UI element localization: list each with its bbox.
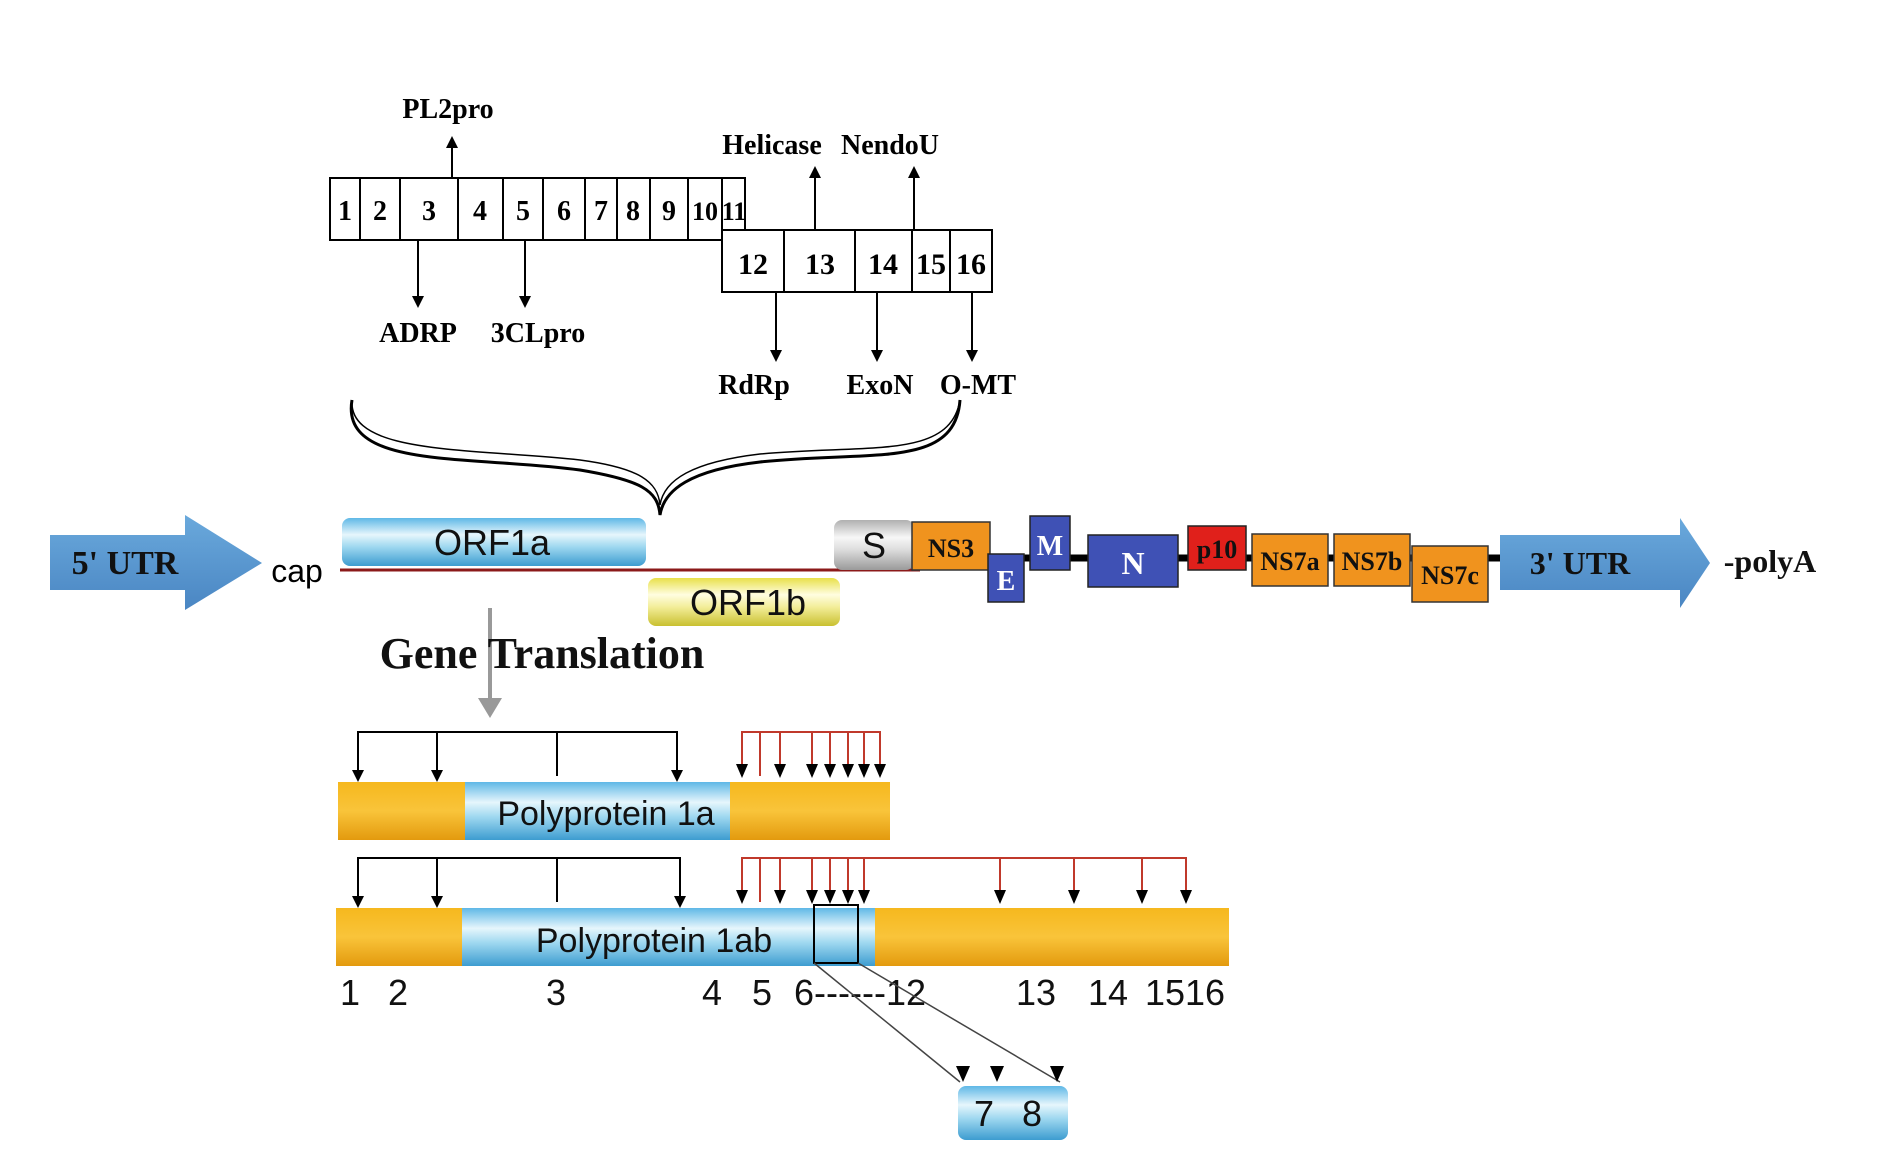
ns7b-box: NS7b bbox=[1333, 533, 1411, 587]
highlight-box bbox=[813, 904, 859, 964]
polyprotein-1ab: Polyprotein 1ab bbox=[336, 904, 1229, 966]
pos-1516: 1516 bbox=[1145, 972, 1225, 1013]
label-omt: O-MT bbox=[940, 370, 1017, 401]
nsp-bottom-row: 12 13 14 15 16 bbox=[721, 229, 993, 293]
nsp-6: 6 bbox=[557, 196, 571, 227]
nsp-1: 1 bbox=[338, 196, 352, 227]
polyprotein-1a: Polyprotein 1a bbox=[338, 782, 890, 840]
inset-heads bbox=[956, 1066, 1064, 1082]
e-box: E bbox=[987, 553, 1025, 603]
cleavage-arrows-1a bbox=[352, 731, 683, 782]
cleavage-heads-1a-red bbox=[736, 764, 886, 778]
pos-1: 1 bbox=[340, 972, 360, 1013]
label-exon: ExoN bbox=[847, 370, 914, 401]
label-adrp: ADRP bbox=[379, 318, 457, 349]
pos-3: 3 bbox=[546, 972, 566, 1013]
pos-14: 14 bbox=[1088, 972, 1128, 1013]
label-nendou: NendoU bbox=[841, 130, 939, 161]
pos-13: 13 bbox=[1016, 972, 1056, 1013]
utr5-label: 5' UTR bbox=[72, 545, 179, 582]
nsp-14: 14 bbox=[868, 248, 898, 281]
nsp-position-numbers: 1 2 3 4 5 6------12 13 14 1516 bbox=[340, 972, 1225, 1013]
orf1a-label: ORF1a bbox=[434, 522, 551, 563]
orf1b-cylinder: ORF1b bbox=[648, 578, 840, 626]
nsp-13: 13 bbox=[805, 248, 835, 281]
nsp-2: 2 bbox=[373, 196, 387, 227]
pos-range: 6------12 bbox=[794, 972, 926, 1013]
orf1b-label: ORF1b bbox=[690, 582, 806, 623]
curly-brace bbox=[349, 399, 962, 516]
utr5-arrow: 5' UTR bbox=[50, 515, 262, 610]
nsp-10: 10 bbox=[692, 197, 718, 226]
polyprotein-1a-label: Polyprotein 1a bbox=[497, 795, 714, 833]
nsp-3: 3 bbox=[422, 196, 436, 227]
s-label: S bbox=[862, 525, 886, 566]
inset-8: 8 bbox=[1022, 1093, 1042, 1134]
pos-5: 5 bbox=[752, 972, 772, 1013]
s-cylinder: S bbox=[834, 520, 914, 570]
inset-zoom-lines bbox=[813, 962, 1061, 1083]
nsp-9: 9 bbox=[662, 196, 676, 227]
nsp-annotations bbox=[412, 136, 978, 362]
nsp-16: 16 bbox=[956, 248, 986, 281]
polyprotein-1ab-label: Polyprotein 1ab bbox=[536, 922, 772, 960]
utr3-arrow: 3' UTR bbox=[1500, 518, 1710, 608]
gene-translation-label: Gene Translation bbox=[380, 629, 705, 678]
pos-2: 2 bbox=[388, 972, 408, 1013]
polya-label: -polyA bbox=[1724, 543, 1816, 579]
m-label: M bbox=[1037, 531, 1063, 562]
ns3-box: NS3 bbox=[911, 521, 991, 571]
nsp-7: 7 bbox=[594, 196, 608, 227]
label-3clpro: 3CLpro bbox=[491, 318, 585, 349]
label-pl2pro: PL2pro bbox=[402, 94, 493, 125]
nsp-top-row: 1 2 3 4 5 6 7 8 9 10 11 bbox=[329, 177, 747, 241]
n-box: N bbox=[1087, 534, 1179, 588]
nsp-12: 12 bbox=[738, 248, 768, 281]
cleavage-arrows-1ab bbox=[352, 857, 686, 908]
nsp-15: 15 bbox=[916, 248, 946, 281]
p10-label: p10 bbox=[1197, 535, 1237, 564]
nsp-11: 11 bbox=[722, 197, 747, 226]
cap-label: cap bbox=[271, 553, 323, 589]
n-label: N bbox=[1121, 545, 1144, 581]
inset-7: 7 bbox=[974, 1093, 994, 1134]
ns7b-label: NS7b bbox=[1342, 547, 1403, 576]
p10-box: p10 bbox=[1187, 525, 1247, 571]
nsp-5: 5 bbox=[516, 196, 530, 227]
m-box: M bbox=[1029, 515, 1071, 571]
translation-arrow-head bbox=[478, 698, 502, 718]
e-label: E bbox=[997, 566, 1016, 597]
inset-7-8: 7 8 bbox=[958, 1086, 1068, 1140]
ns7a-label: NS7a bbox=[1260, 547, 1319, 576]
ns7c-box: NS7c bbox=[1411, 545, 1489, 603]
utr3-label: 3' UTR bbox=[1530, 545, 1631, 581]
nsp-4: 4 bbox=[473, 196, 487, 227]
ns7c-label: NS7c bbox=[1421, 561, 1479, 590]
nsp-8: 8 bbox=[626, 196, 640, 227]
cleavage-heads-1ab-red bbox=[736, 890, 1192, 904]
label-helicase: Helicase bbox=[722, 130, 822, 161]
ns7a-box: NS7a bbox=[1251, 533, 1329, 587]
orf1a-cylinder: ORF1a bbox=[342, 518, 646, 566]
pos-4: 4 bbox=[702, 972, 722, 1013]
ns3-label: NS3 bbox=[928, 534, 974, 563]
label-rdrp: RdRp bbox=[718, 370, 790, 401]
